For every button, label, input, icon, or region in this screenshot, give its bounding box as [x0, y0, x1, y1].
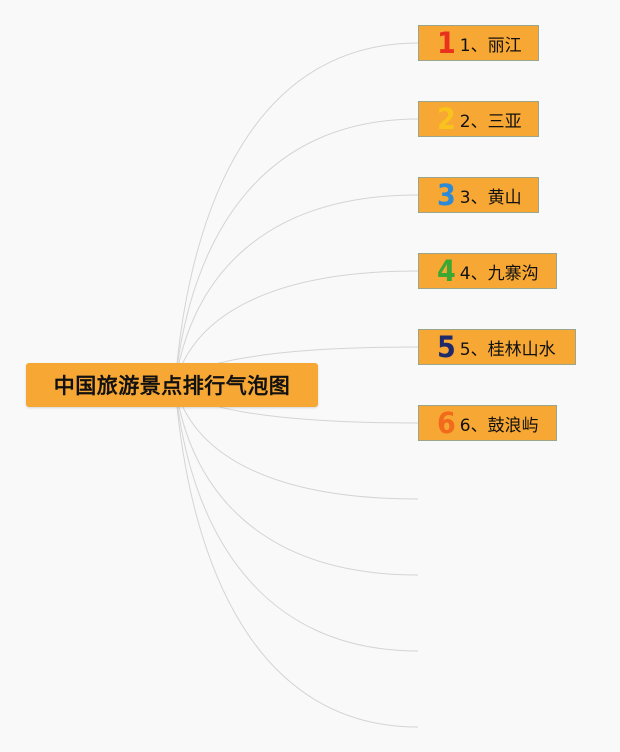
empty-connector-line [174, 384, 419, 652]
branch-node-2[interactable]: 2 2、三亚 [418, 101, 539, 137]
rank-6-icon: 6 [437, 405, 456, 441]
root-topic-node[interactable]: 中国旅游景点排行气泡图 [26, 363, 318, 407]
empty-connector-line [174, 384, 419, 500]
rank-4-icon: 4 [437, 253, 456, 289]
branch-label-6: 6、鼓浪屿 [459, 415, 539, 436]
rank-2-icon: 2 [437, 101, 456, 137]
connector-line [174, 42, 419, 386]
root-topic-label: 中国旅游景点排行气泡图 [53, 374, 291, 398]
rank-5-icon: 5 [437, 329, 456, 365]
branch-label-4: 4、九寨沟 [459, 263, 539, 284]
empty-connector-line [174, 384, 419, 576]
branch-node-3[interactable]: 3 3、黄山 [418, 177, 539, 213]
connector-line [174, 270, 419, 386]
rank-1-icon: 1 [437, 25, 456, 61]
branch-label-5: 5、桂林山水 [459, 339, 556, 360]
branch-label-3: 3、黄山 [459, 187, 522, 208]
rank-3-icon: 3 [437, 177, 456, 213]
branch-node-6[interactable]: 6 6、鼓浪屿 [418, 405, 557, 441]
branch-node-1[interactable]: 1 1、丽江 [418, 25, 539, 61]
branch-label-2: 2、三亚 [459, 111, 522, 132]
branch-node-5[interactable]: 5 5、桂林山水 [418, 329, 576, 365]
connector-line [174, 118, 419, 386]
branch-label-1: 1、丽江 [459, 35, 522, 56]
empty-connector-line [174, 384, 419, 728]
branch-node-4[interactable]: 4 4、九寨沟 [418, 253, 557, 289]
connector-line [174, 194, 419, 386]
